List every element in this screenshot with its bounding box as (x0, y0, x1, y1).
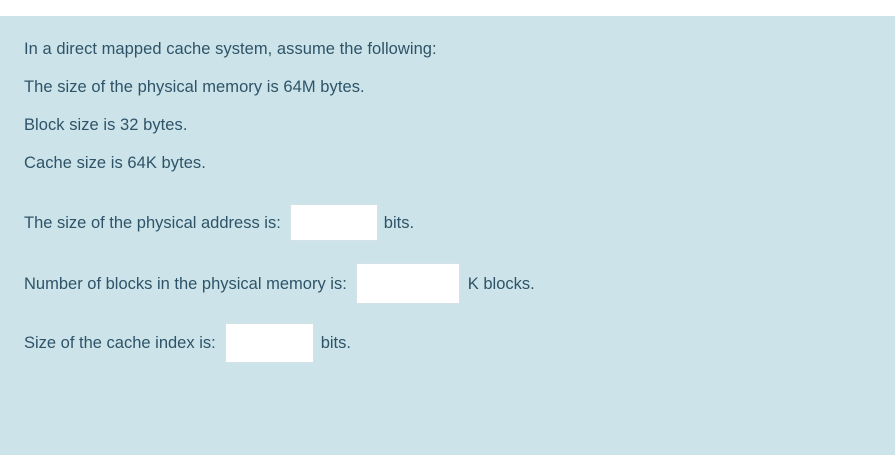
problem-statement-line-4: Cache size is 64K bytes. (24, 154, 206, 172)
answer-row-number-of-blocks: Number of blocks in the physical memory … (24, 263, 535, 304)
answer-unit-cache-index: bits. (320, 334, 351, 352)
answer-label-physical-address: The size of the physical address is: (24, 213, 281, 232)
question-panel: In a direct mapped cache system, assume … (0, 16, 895, 455)
problem-statement-line-3: Block size is 32 bytes. (24, 116, 188, 134)
cache-index-size-input[interactable] (224, 323, 314, 363)
problem-statement-line-2: The size of the physical memory is 64M b… (24, 78, 365, 96)
answer-unit-number-of-blocks: K blocks. (467, 274, 535, 293)
physical-address-size-input[interactable] (289, 204, 378, 241)
answer-unit-physical-address: bits. (383, 213, 415, 232)
answer-label-number-of-blocks: Number of blocks in the physical memory … (24, 274, 347, 293)
problem-statement-line-1: In a direct mapped cache system, assume … (24, 40, 437, 58)
top-white-strip (0, 0, 895, 16)
answer-row-physical-address: The size of the physical address is: bit… (24, 204, 414, 241)
answer-row-cache-index: Size of the cache index is: bits. (24, 323, 351, 363)
number-of-blocks-input[interactable] (355, 263, 460, 304)
answer-label-cache-index: Size of the cache index is: (24, 334, 216, 352)
